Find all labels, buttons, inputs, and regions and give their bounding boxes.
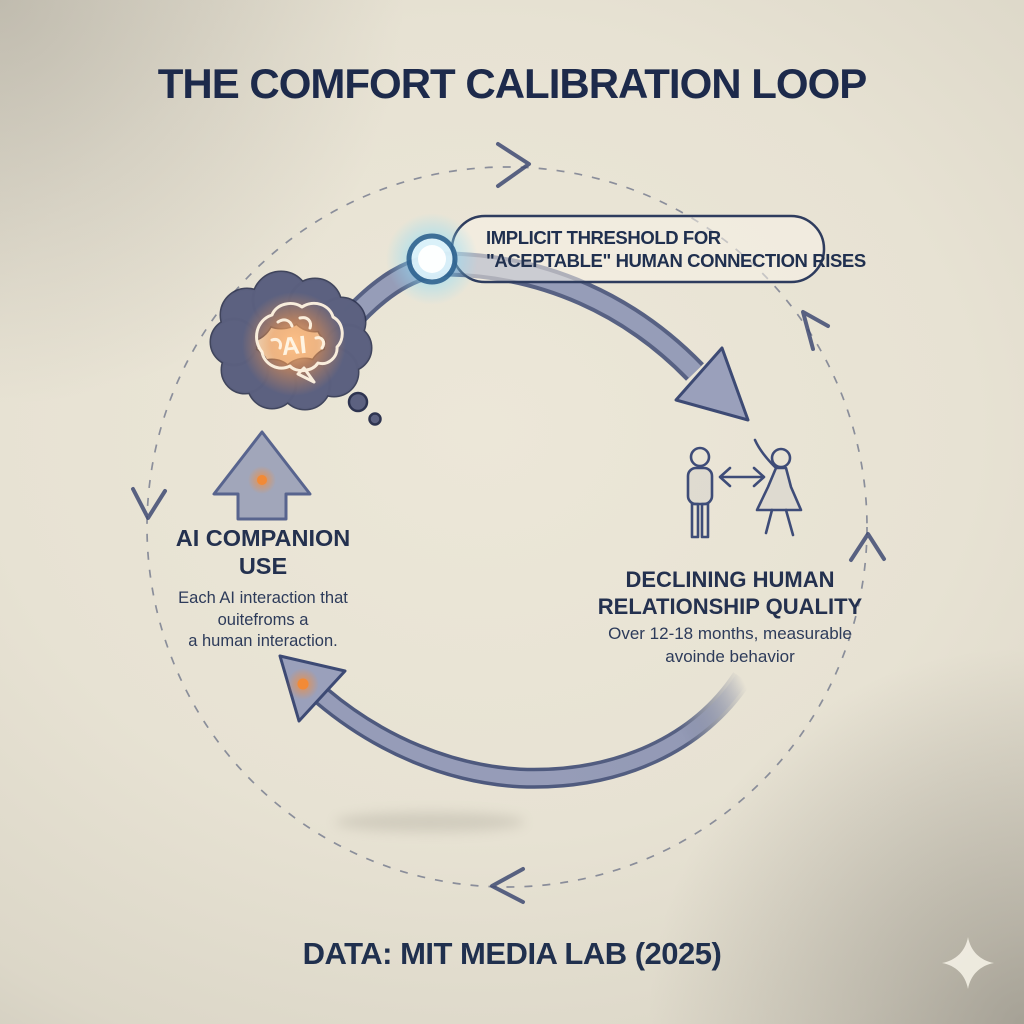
ai-companion-use-heading: AI COMPANION USE [150, 524, 376, 580]
ai-use-desc-line1: Each AI interaction that [178, 589, 348, 607]
loop-chevron-left [131, 487, 167, 520]
loop-chevron-right-upper [801, 310, 830, 351]
declining-desc-line1: Over 12-18 months, measurable [608, 624, 852, 643]
callout-line-2: "ACEPTABLE" HUMAN CONNECTION RISES [486, 250, 866, 271]
declining-quality-heading: DECLINING HUMAN RELATIONSHIP QUALITY [586, 566, 874, 620]
declining-quality-heading-line2: RELATIONSHIP QUALITY [597, 594, 863, 619]
callout-text: IMPLICIT THRESHOLD FOR "ACEPTABLE" HUMAN… [486, 226, 866, 272]
person-male-icon [686, 446, 714, 539]
glow-node-icon [386, 213, 478, 305]
loop-chevron-bottom [490, 867, 525, 904]
ai-use-desc-line2: ouitefroms a [217, 610, 309, 629]
people-pair-icon [686, 438, 803, 539]
cycle-arrow-returning [278, 654, 751, 789]
callout-line-1: IMPLICIT THRESHOLD FOR [486, 227, 721, 248]
declining-quality-heading-line1: DECLINING HUMAN [625, 567, 835, 592]
exchange-arrow-icon [718, 466, 766, 488]
loop-dashed-circle [131, 142, 886, 904]
declining-quality-description: Over 12-18 months, measurable avoinde be… [570, 622, 890, 668]
ai-companion-use-heading-line2: USE [238, 553, 288, 579]
up-arrow-icon [212, 430, 312, 521]
declining-desc-line2: avoinde behavior [665, 647, 795, 666]
ai-companion-use-description: Each AI interaction that ouitefroms a a … [140, 588, 386, 653]
person-female-icon [753, 438, 803, 537]
page-title: THE COMFORT CALIBRATION LOOP [157, 60, 868, 107]
loop-chevron-top [496, 142, 531, 188]
soft-shadow [335, 812, 525, 832]
thought-trail-bubble [347, 391, 369, 413]
orange-dot-icon [297, 678, 309, 690]
loop-chevron-right-lower [849, 532, 886, 562]
ai-companion-use-heading-line1: AI COMPANION [175, 525, 351, 551]
brain-icon [255, 301, 344, 384]
arrowhead-down-icon [674, 346, 750, 422]
ai-use-desc-line3: a human interaction. [188, 632, 338, 650]
brain-ai-label: AI [280, 331, 308, 361]
thought-bubble-icon: AI [209, 270, 382, 426]
thought-trail-bubble-small [368, 412, 382, 426]
sparkle-icon [942, 937, 994, 989]
data-source-caption: DATA: MIT MEDIA LAB (2025) [302, 936, 722, 971]
